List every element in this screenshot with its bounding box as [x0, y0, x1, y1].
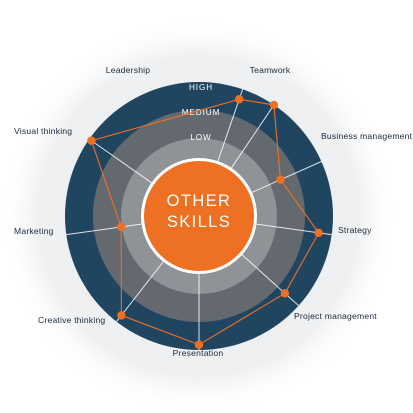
- level-label-medium: MEDIUM: [182, 108, 221, 117]
- point-teamwork: [269, 100, 279, 110]
- label-business-management: Business management: [321, 131, 413, 141]
- label-strategy: Strategy: [338, 225, 372, 235]
- level-label-low: LOW: [190, 133, 211, 142]
- level-label-high: HIGH: [189, 83, 213, 92]
- center-disc: [144, 161, 254, 271]
- series-polygon: [90, 98, 320, 346]
- spoke-teamwork: [223, 104, 275, 179]
- spoke-marketing: [66, 221, 155, 236]
- center-title-line-2: SKILLS: [167, 213, 231, 231]
- label-presentation: Presentation: [173, 348, 224, 358]
- label-marketing: Marketing: [14, 226, 54, 236]
- point-business-management: [276, 175, 285, 184]
- spoke-leadership: [213, 89, 244, 174]
- radar-spokes: [66, 89, 332, 350]
- point-leadership: [234, 95, 244, 104]
- point-strategy: [314, 228, 323, 238]
- spoke-creative-thinking: [116, 251, 172, 322]
- center-title-line-1: OTHER: [167, 192, 232, 210]
- point-marketing: [116, 222, 126, 232]
- label-leadership: Leadership: [106, 65, 151, 75]
- label-visual-thinking: Visual thinking: [14, 126, 72, 136]
- point-presentation: [194, 340, 204, 349]
- skills-series: [87, 95, 323, 349]
- point-creative-thinking: [117, 311, 126, 320]
- point-project-management: [280, 289, 290, 298]
- label-creative-thinking: Creative thinking: [38, 315, 105, 325]
- point-visual-thinking: [87, 136, 96, 145]
- label-teamwork: Teamwork: [250, 65, 291, 75]
- spoke-visual-thinking: [88, 138, 163, 191]
- label-project-management: Project management: [294, 311, 377, 321]
